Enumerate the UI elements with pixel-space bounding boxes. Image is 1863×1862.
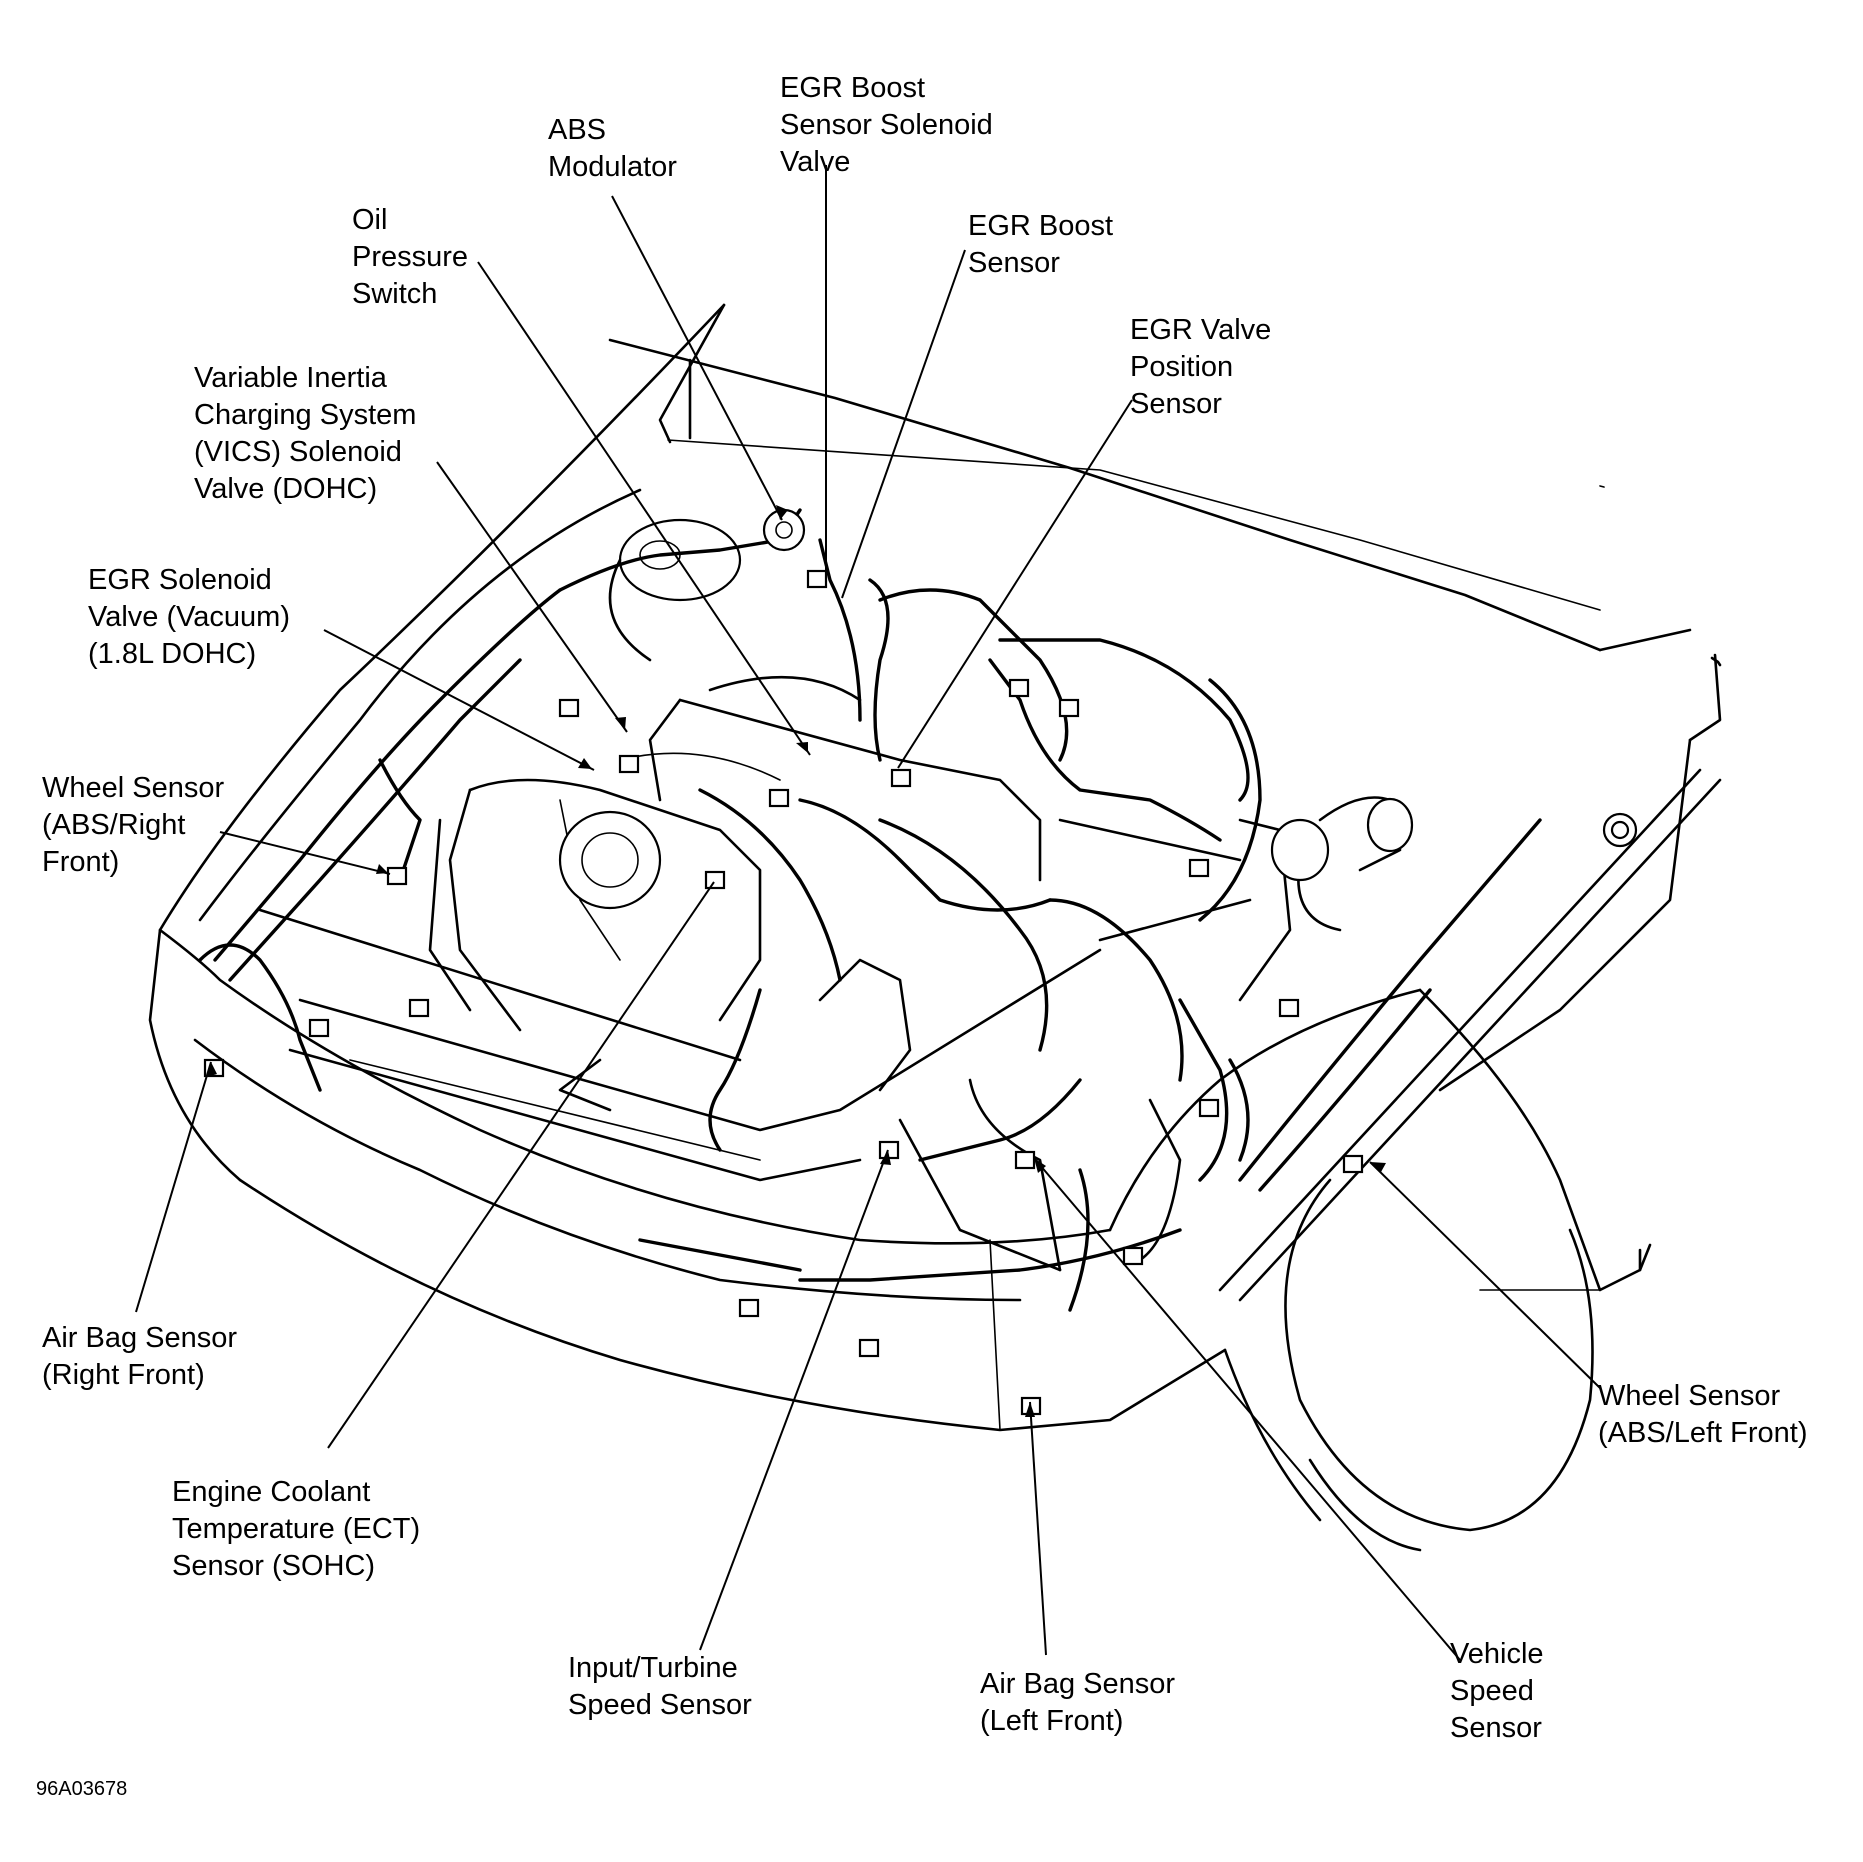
right-body-rail bbox=[1218, 768, 1722, 1302]
scan-speck bbox=[1599, 485, 1605, 488]
body-outline bbox=[148, 303, 1692, 1522]
callout-egr-valve-position-sensor: EGR Valve Position Sensor bbox=[1130, 314, 1272, 420]
callout-vics-solenoid-valve: Variable Inertia Charging System (VICS) … bbox=[194, 362, 417, 505]
radiator-panel bbox=[258, 908, 1102, 1182]
callout-air-bag-sensor-left-front: Air Bag Sensor (Left Front) bbox=[980, 1668, 1176, 1737]
callout-wheel-sensor-left-front: Wheel Sensor (ABS/Left Front) bbox=[1598, 1380, 1808, 1449]
callout-input-turbine-speed-sensor: Input/Turbine Speed Sensor bbox=[568, 1652, 752, 1721]
front-wheel bbox=[1284, 1178, 1594, 1552]
figure-id: 96A03678 bbox=[36, 1778, 128, 1800]
callout-oil-pressure-switch: Oil Pressure Switch bbox=[352, 204, 469, 310]
reservoir-and-intake bbox=[608, 518, 1414, 932]
engine-block bbox=[428, 675, 1292, 1272]
callout-ect-sensor: Engine Coolant Temperature (ECT) Sensor … bbox=[172, 1476, 421, 1582]
callout-arrowheads bbox=[207, 505, 1386, 1417]
wiring-harness bbox=[198, 508, 1542, 1312]
callout-vehicle-speed-sensor: Vehicle Speed Sensor bbox=[1450, 1638, 1544, 1744]
callout-leader-lines bbox=[135, 165, 1601, 1661]
callout-egr-boost-sensor-solenoid-valve: EGR Boost Sensor Solenoid Valve bbox=[780, 72, 993, 178]
callout-egr-solenoid-valve-vacuum: EGR Solenoid Valve (Vacuum) (1.8L DOHC) bbox=[88, 564, 290, 670]
sensor-connectors bbox=[203, 508, 1364, 1416]
callout-wheel-sensor-right-front: Wheel Sensor (ABS/Right Front) bbox=[42, 772, 225, 878]
callout-egr-boost-sensor: EGR Boost Sensor bbox=[968, 210, 1114, 279]
callout-abs-modulator: ABS Modulator bbox=[548, 114, 677, 183]
callout-air-bag-sensor-right-front: Air Bag Sensor (Right Front) bbox=[42, 1322, 238, 1391]
hood-outline bbox=[608, 303, 1722, 742]
